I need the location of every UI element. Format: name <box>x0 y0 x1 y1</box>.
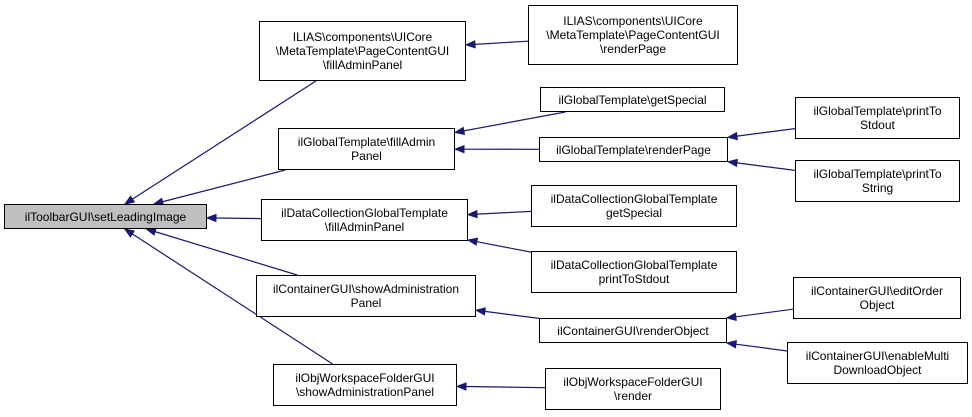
edge-n15-to-n0 <box>131 233 333 365</box>
edge-n4-to-n3 <box>463 111 566 132</box>
edge-arrowhead <box>123 195 136 205</box>
node-label-line: \showAdministrationPanel <box>295 385 435 399</box>
edge-n3-to-n0 <box>162 169 286 203</box>
node-label-line: Panel <box>350 296 382 310</box>
edge-arrowhead <box>453 126 466 135</box>
node-ilglobaltemplate-renderpage[interactable]: ilGlobalTemplate\renderPage <box>539 137 728 162</box>
node-label-line: ilDataCollectionGlobalTemplate <box>281 206 448 220</box>
node-label-line: \MetaTemplate\PageContentGUI <box>546 28 720 42</box>
node-ilobjworkspacefoldergui-render[interactable]: ilObjWorkspaceFolderGUI\render <box>545 368 721 410</box>
edge-arrowhead <box>145 227 157 236</box>
node-label-line: ilContainerGUI\renderObject <box>557 323 709 338</box>
node-label-line: ilGlobalTemplate\printTo <box>813 167 942 181</box>
node-label-line: \render <box>613 389 653 403</box>
edge-n2-to-n1 <box>474 40 529 45</box>
edge-arrowhead <box>725 312 737 321</box>
node-pagecontentgui-filladminpanel[interactable]: ILIAS\components\UICore\MetaTemplate\Pag… <box>259 21 466 81</box>
node-label-line: getSpecial <box>605 206 663 220</box>
node-label-line: \fillAdminPanel <box>324 220 405 234</box>
edge-n16-to-n15 <box>465 385 546 389</box>
edge-arrowhead <box>726 131 738 141</box>
node-label-line: ILIAS\components\UICore <box>292 30 433 44</box>
edge-arrowhead <box>455 382 467 391</box>
edge-n12-to-n11 <box>484 310 540 319</box>
node-label-line: ilDataCollectionGlobalTemplate <box>550 192 718 206</box>
node-label-line: Object <box>859 298 895 312</box>
node-ilcontainergui-renderobject[interactable]: ilContainerGUI\renderObject <box>539 318 727 343</box>
edge-n10-to-n8 <box>476 241 532 253</box>
node-label-line: \fillAdminPanel <box>322 58 403 72</box>
edge-arrowhead <box>466 209 478 219</box>
edge-n6-to-n5 <box>736 128 796 137</box>
edge-n8-to-n0 <box>215 217 262 220</box>
edge-n13-to-n12 <box>735 308 794 318</box>
node-label-line: ilContainerGUI\showAdministration <box>272 282 460 296</box>
node-label-line: Stdout <box>860 118 895 132</box>
node-label-line: DownloadObject <box>833 363 922 377</box>
edge-arrowhead <box>205 213 217 223</box>
node-iltoolbargui-setleadingimage[interactable]: ilToolbarGUI\setLeadingImage <box>4 204 207 229</box>
edge-arrowhead <box>464 40 476 49</box>
node-label-line: Panel <box>351 149 382 163</box>
edge-arrowhead <box>123 228 136 238</box>
edge-arrowhead <box>726 158 738 168</box>
node-label-line: ilContainerGUI\enableMulti <box>805 349 950 363</box>
node-label-line: ilContainerGUI\editOrder <box>810 284 944 298</box>
node-label-line: ilGlobalTemplate\renderPage <box>556 142 711 157</box>
node-label-line: ILIAS\components\UICore <box>563 14 703 28</box>
node-label-line: printToStdout <box>598 272 670 286</box>
node-label-line: ilGlobalTemplate\printTo <box>813 104 942 118</box>
edge-n14-to-n12 <box>735 343 788 352</box>
node-label-line: ilGlobalTemplate\getSpecial <box>558 92 707 107</box>
node-ilglobaltemplate-getspecial[interactable]: ilGlobalTemplate\getSpecial <box>540 87 725 112</box>
node-label-line: \MetaTemplate\PageContentGUI <box>275 44 450 58</box>
node-label-line: \renderPage <box>599 42 667 56</box>
edge-n9-to-n8 <box>476 210 532 215</box>
node-label-line: ilToolbarGUI\setLeadingImage <box>24 209 187 224</box>
node-label-line: ilGlobalTemplate\fillAdmin <box>297 135 436 149</box>
edge-arrowhead <box>725 340 737 349</box>
node-ilobjworkspacefoldergui-showadministrationpanel[interactable]: ilObjWorkspaceFolderGUI\showAdministrati… <box>273 364 457 406</box>
node-label-line: String <box>861 181 894 195</box>
edge-arrowhead <box>466 237 479 246</box>
node-label-line: ilObjWorkspaceFolderGUI <box>295 371 435 385</box>
node-pagecontentgui-renderpage[interactable]: ILIAS\components\UICore\MetaTemplate\Pag… <box>528 5 738 65</box>
edge-n7-to-n5 <box>736 162 796 171</box>
edge-n1-to-n0 <box>132 80 317 200</box>
edge-n11-to-n0 <box>154 231 298 276</box>
edge-arrowhead <box>474 307 486 316</box>
edge-arrowhead <box>453 144 465 154</box>
node-label-line: ilDataCollectionGlobalTemplate <box>550 258 718 272</box>
node-label-line: ilObjWorkspaceFolderGUI <box>563 375 703 389</box>
node-ildatacollectionglobaltemplate-filladminpanel[interactable]: ilDataCollectionGlobalTemplate\fillAdmin… <box>261 199 468 241</box>
